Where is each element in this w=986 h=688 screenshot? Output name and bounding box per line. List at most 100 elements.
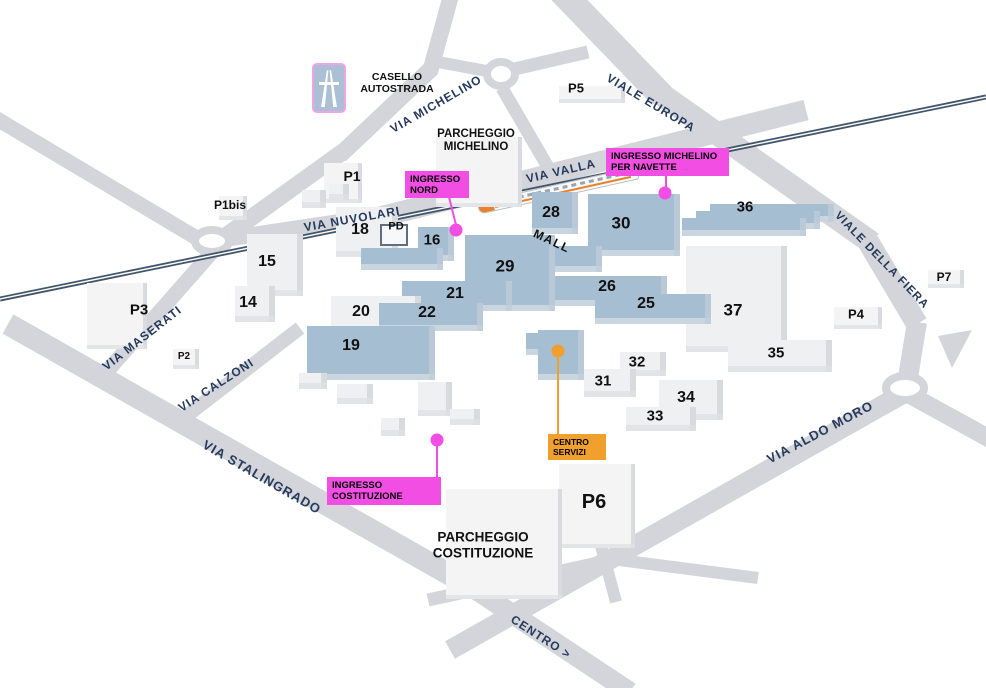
road-viale-europa-north bbox=[551, 0, 672, 106]
building-service-bldg-2 bbox=[337, 384, 367, 398]
road-via-calzoni bbox=[175, 322, 305, 427]
roundabout-nuvolari bbox=[191, 226, 233, 256]
building-pav-21 bbox=[402, 281, 506, 305]
road-via-stalingrado bbox=[2, 314, 476, 596]
entrance-label-line: INGRESSO MICHELINO bbox=[611, 151, 718, 162]
label-18: 18 bbox=[351, 221, 369, 238]
area-label-line: PARCHEGGIO bbox=[437, 529, 529, 545]
ingresso-costituzione-dot bbox=[430, 433, 444, 447]
road-p5-service-road bbox=[496, 84, 558, 178]
entrance-label-line: COSTITUZIONE bbox=[332, 491, 403, 503]
label-p1bis: P1bis bbox=[213, 198, 247, 212]
building-parking-p3 bbox=[87, 283, 143, 345]
road-left-road bbox=[0, 112, 204, 247]
building-pav-14 bbox=[235, 286, 269, 316]
label-p5: P5 bbox=[568, 80, 584, 96]
building-parking-p2 bbox=[173, 349, 195, 365]
building-parking-p1bis bbox=[219, 196, 243, 216]
ingresso-nord-line bbox=[448, 196, 457, 226]
building-centro-servizi-annex bbox=[526, 333, 540, 349]
centro-servizi-dot bbox=[551, 344, 565, 358]
label-20: 20 bbox=[352, 303, 370, 320]
road-via-maserati bbox=[97, 247, 218, 381]
building-pav-18-pd-roof bbox=[380, 224, 408, 246]
entrance-label-line: INGRESSO bbox=[332, 480, 383, 491]
road-europa-connector bbox=[508, 45, 590, 77]
road-roundabout-connector bbox=[436, 56, 494, 78]
ingresso-nord-dot bbox=[449, 223, 463, 237]
label-28: 28 bbox=[542, 204, 560, 221]
label-14: 14 bbox=[239, 294, 257, 311]
road-via-michelino-mid bbox=[334, 61, 438, 162]
road-viale-della-fiera-curve bbox=[856, 232, 927, 330]
building-service-bldg-6 bbox=[302, 190, 320, 202]
area-label-line: AUTOSTRADA bbox=[360, 83, 434, 95]
label-p2: P2 bbox=[177, 351, 191, 362]
road-p6-vertical-road bbox=[594, 540, 622, 604]
building-pav-28 bbox=[532, 192, 572, 228]
building-service-bldg-3 bbox=[299, 373, 321, 383]
building-service-bldg-1 bbox=[418, 382, 446, 410]
building-pav-32 bbox=[620, 352, 660, 370]
label-31: 31 bbox=[594, 372, 612, 390]
road-crossing-stub bbox=[603, 552, 759, 584]
area-label-line: MICHELINO bbox=[443, 141, 509, 153]
casello-autostrada-icon bbox=[312, 63, 346, 113]
building-pav-15 bbox=[247, 234, 297, 290]
road-via-michelino-north bbox=[422, 0, 459, 75]
label-15: 15 bbox=[258, 253, 276, 270]
label-32: 32 bbox=[628, 353, 646, 371]
label-29: 29 bbox=[495, 256, 515, 276]
building-pav-36-row3 bbox=[682, 218, 800, 230]
building-pav-18-annex bbox=[361, 248, 437, 264]
building-parking-p7 bbox=[928, 270, 960, 284]
building-pav-30 bbox=[588, 194, 674, 250]
label-30: 30 bbox=[611, 213, 631, 233]
label-22: 22 bbox=[418, 304, 436, 321]
roundabout-michelino bbox=[483, 58, 519, 90]
label-pd: PD bbox=[388, 220, 404, 233]
building-pav-25 bbox=[595, 294, 705, 318]
label-p1: P1 bbox=[343, 168, 361, 184]
label-26: 26 bbox=[598, 278, 616, 295]
fiera-direction-arrow bbox=[938, 330, 972, 368]
ingresso-michelino-per-navette-dot bbox=[658, 186, 672, 200]
entrance-label-line: CENTRO bbox=[553, 437, 589, 447]
road-viale-europa-south bbox=[651, 82, 879, 253]
entrance-label-line: NORD bbox=[410, 185, 438, 197]
label-16: 16 bbox=[423, 231, 441, 249]
building-parking-costituzione bbox=[446, 489, 558, 595]
building-pav-22 bbox=[379, 303, 477, 325]
label-p6: P6 bbox=[581, 491, 607, 513]
road-fiera-exit-stub bbox=[907, 388, 986, 447]
label-36: 36 bbox=[736, 198, 754, 216]
road-via-michelino-south bbox=[211, 144, 349, 250]
label-25: 25 bbox=[637, 295, 655, 312]
building-pav-19 bbox=[307, 326, 429, 374]
building-pav-35 bbox=[728, 340, 826, 366]
building-parking-p6 bbox=[559, 464, 631, 544]
area-label-line: PARCHEGGIO bbox=[437, 127, 515, 140]
label-34: 34 bbox=[677, 389, 695, 406]
building-pav-33 bbox=[626, 407, 690, 425]
entrance-label-line: SERVIZI bbox=[553, 447, 586, 458]
road-centro-branch bbox=[452, 569, 636, 688]
roundabout-aldo-moro bbox=[882, 372, 928, 404]
label-21: 21 bbox=[446, 285, 464, 302]
label-p7: P7 bbox=[936, 270, 952, 284]
label-33: 33 bbox=[646, 407, 664, 425]
area-label-line: CASELLO bbox=[371, 70, 423, 83]
highway-icon bbox=[318, 69, 340, 108]
building-service-bldg-5 bbox=[450, 409, 474, 419]
building-service-bldg-4 bbox=[381, 418, 399, 430]
